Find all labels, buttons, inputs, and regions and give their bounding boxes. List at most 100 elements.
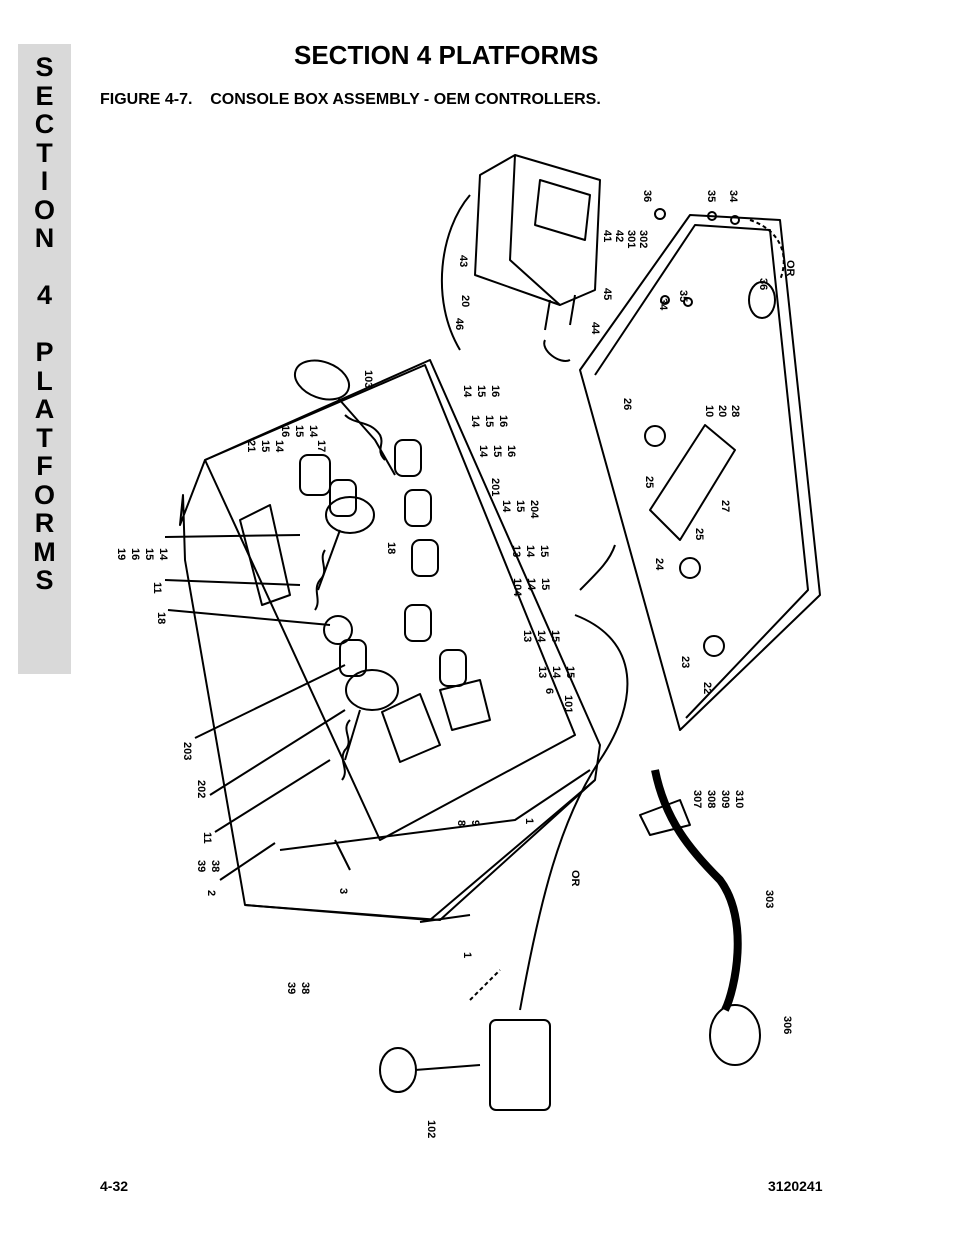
callout-c14h: 14 <box>525 578 537 591</box>
callout-c43: 43 <box>457 255 469 268</box>
document-number: 3120241 <box>768 1178 823 1194</box>
callout-c13b: 13 <box>521 630 533 643</box>
callout-c303: 303 <box>763 890 775 909</box>
section-tab-letter: N <box>34 223 55 253</box>
control-module <box>474 154 601 306</box>
callout-c11b: 11 <box>201 832 213 844</box>
callout-c15f: 15 <box>514 500 526 513</box>
callout-c41: 41 <box>601 230 613 243</box>
callout-c36a: 36 <box>641 190 653 203</box>
callout-c14a: 14 <box>461 385 473 398</box>
callout-c10: 10 <box>703 405 715 418</box>
section-tab-letter: A <box>34 394 55 424</box>
callout-c24: 24 <box>653 558 665 571</box>
callout-c14e: 14 <box>273 440 285 453</box>
callout-c308: 308 <box>705 790 717 809</box>
section-tab-letter: M <box>33 536 56 567</box>
callout-c15i: 15 <box>143 548 155 561</box>
callout-c21: 21 <box>245 440 257 453</box>
callout-c15k: 15 <box>564 666 576 679</box>
callout-c38b: 38 <box>299 982 311 995</box>
callout-c15g: 15 <box>538 545 550 558</box>
callout-c35b: 35 <box>677 290 689 303</box>
callout-c204: 204 <box>528 500 540 519</box>
callout-c15a: 15 <box>475 385 487 398</box>
callout-c34a: 34 <box>727 190 739 203</box>
callout-c38a: 38 <box>209 860 221 873</box>
callout-c15b: 15 <box>483 415 495 428</box>
callout-c8: 8 <box>455 820 467 827</box>
callout-c101: 101 <box>562 695 574 714</box>
callout-c28: 28 <box>729 405 741 418</box>
page-title: SECTION 4 PLATFORMS <box>294 40 599 70</box>
section-tab-letter: L <box>36 365 53 396</box>
callout-c14d: 14 <box>307 425 319 438</box>
callout-c302: 302 <box>637 230 649 249</box>
callout-c14b: 14 <box>469 415 481 428</box>
callout-c14k: 14 <box>550 666 562 679</box>
callout-c18b: 18 <box>155 612 167 625</box>
callout-c301: 301 <box>625 230 637 249</box>
section-tab-letter: C <box>34 109 55 139</box>
callout-c45: 45 <box>601 288 613 301</box>
power-cable <box>651 769 742 1012</box>
callout-c42: 42 <box>613 230 625 243</box>
callout-c14i: 14 <box>157 548 169 561</box>
callout-c16c: 16 <box>505 445 517 458</box>
callout-c103: 103 <box>362 370 374 389</box>
callout-c19: 19 <box>115 548 127 561</box>
callout-c1a: 1 <box>523 818 535 825</box>
callout-c39b: 39 <box>285 982 297 995</box>
callout-c13a: 13 <box>510 545 522 558</box>
callout-c14g: 14 <box>524 545 536 558</box>
callout-c16d: 16 <box>279 425 291 438</box>
callout-c15d: 15 <box>293 425 305 438</box>
callout-c15j: 15 <box>549 630 561 643</box>
callout-c34b: 34 <box>657 298 669 311</box>
callout-c36b: 36 <box>757 278 769 291</box>
callout-c15h: 15 <box>539 578 551 591</box>
callout-c2: 2 <box>205 890 217 897</box>
page-number: 4-32 <box>100 1178 129 1194</box>
callout-c25a: 25 <box>643 476 655 489</box>
callout-c16a: 16 <box>489 385 501 398</box>
callout-c15e: 15 <box>259 440 271 453</box>
callout-c14c: 14 <box>477 445 489 458</box>
callout-c310: 310 <box>733 790 745 809</box>
callout-c23: 23 <box>679 656 691 669</box>
callout-c20b: 20 <box>716 405 728 418</box>
console-panel-face <box>204 364 576 841</box>
callout-c104: 104 <box>511 578 523 597</box>
callout-c202: 202 <box>195 780 207 799</box>
section-tab-letter: T <box>36 137 53 168</box>
callout-c16b: 16 <box>497 415 509 428</box>
section-tab-letter: T <box>36 422 53 453</box>
callout-c102: 102 <box>425 1120 437 1139</box>
section-tab-letter: S <box>35 52 54 82</box>
section-tab-letter: F <box>36 451 53 481</box>
callout-c15c: 15 <box>491 445 503 458</box>
callout-c35a: 35 <box>705 190 717 203</box>
joystick-lower <box>345 669 399 711</box>
callout-c20a: 20 <box>459 295 471 308</box>
callout-c6: 6 <box>543 688 555 695</box>
section-tab-letter: O <box>33 479 55 510</box>
callout-c16e: 16 <box>129 548 141 561</box>
callout-c9: 9 <box>469 820 481 827</box>
callout-c17: 17 <box>315 440 327 453</box>
callout-c14f: 14 <box>500 500 512 513</box>
callout-cOR2: OR <box>569 870 581 887</box>
section-tab-letter: 4 <box>36 280 53 310</box>
callout-c307: 307 <box>691 790 703 809</box>
callout-c44: 44 <box>589 322 601 335</box>
callout-c46: 46 <box>453 318 465 331</box>
callout-c27: 27 <box>719 500 731 513</box>
section-tab-letter: S <box>35 565 54 595</box>
callout-c14j: 14 <box>535 630 547 643</box>
callout-cOR1: OR <box>784 260 796 277</box>
remote-joystick <box>379 1047 417 1093</box>
callout-c203: 203 <box>181 742 193 761</box>
section-tab-letter: R <box>34 508 55 538</box>
